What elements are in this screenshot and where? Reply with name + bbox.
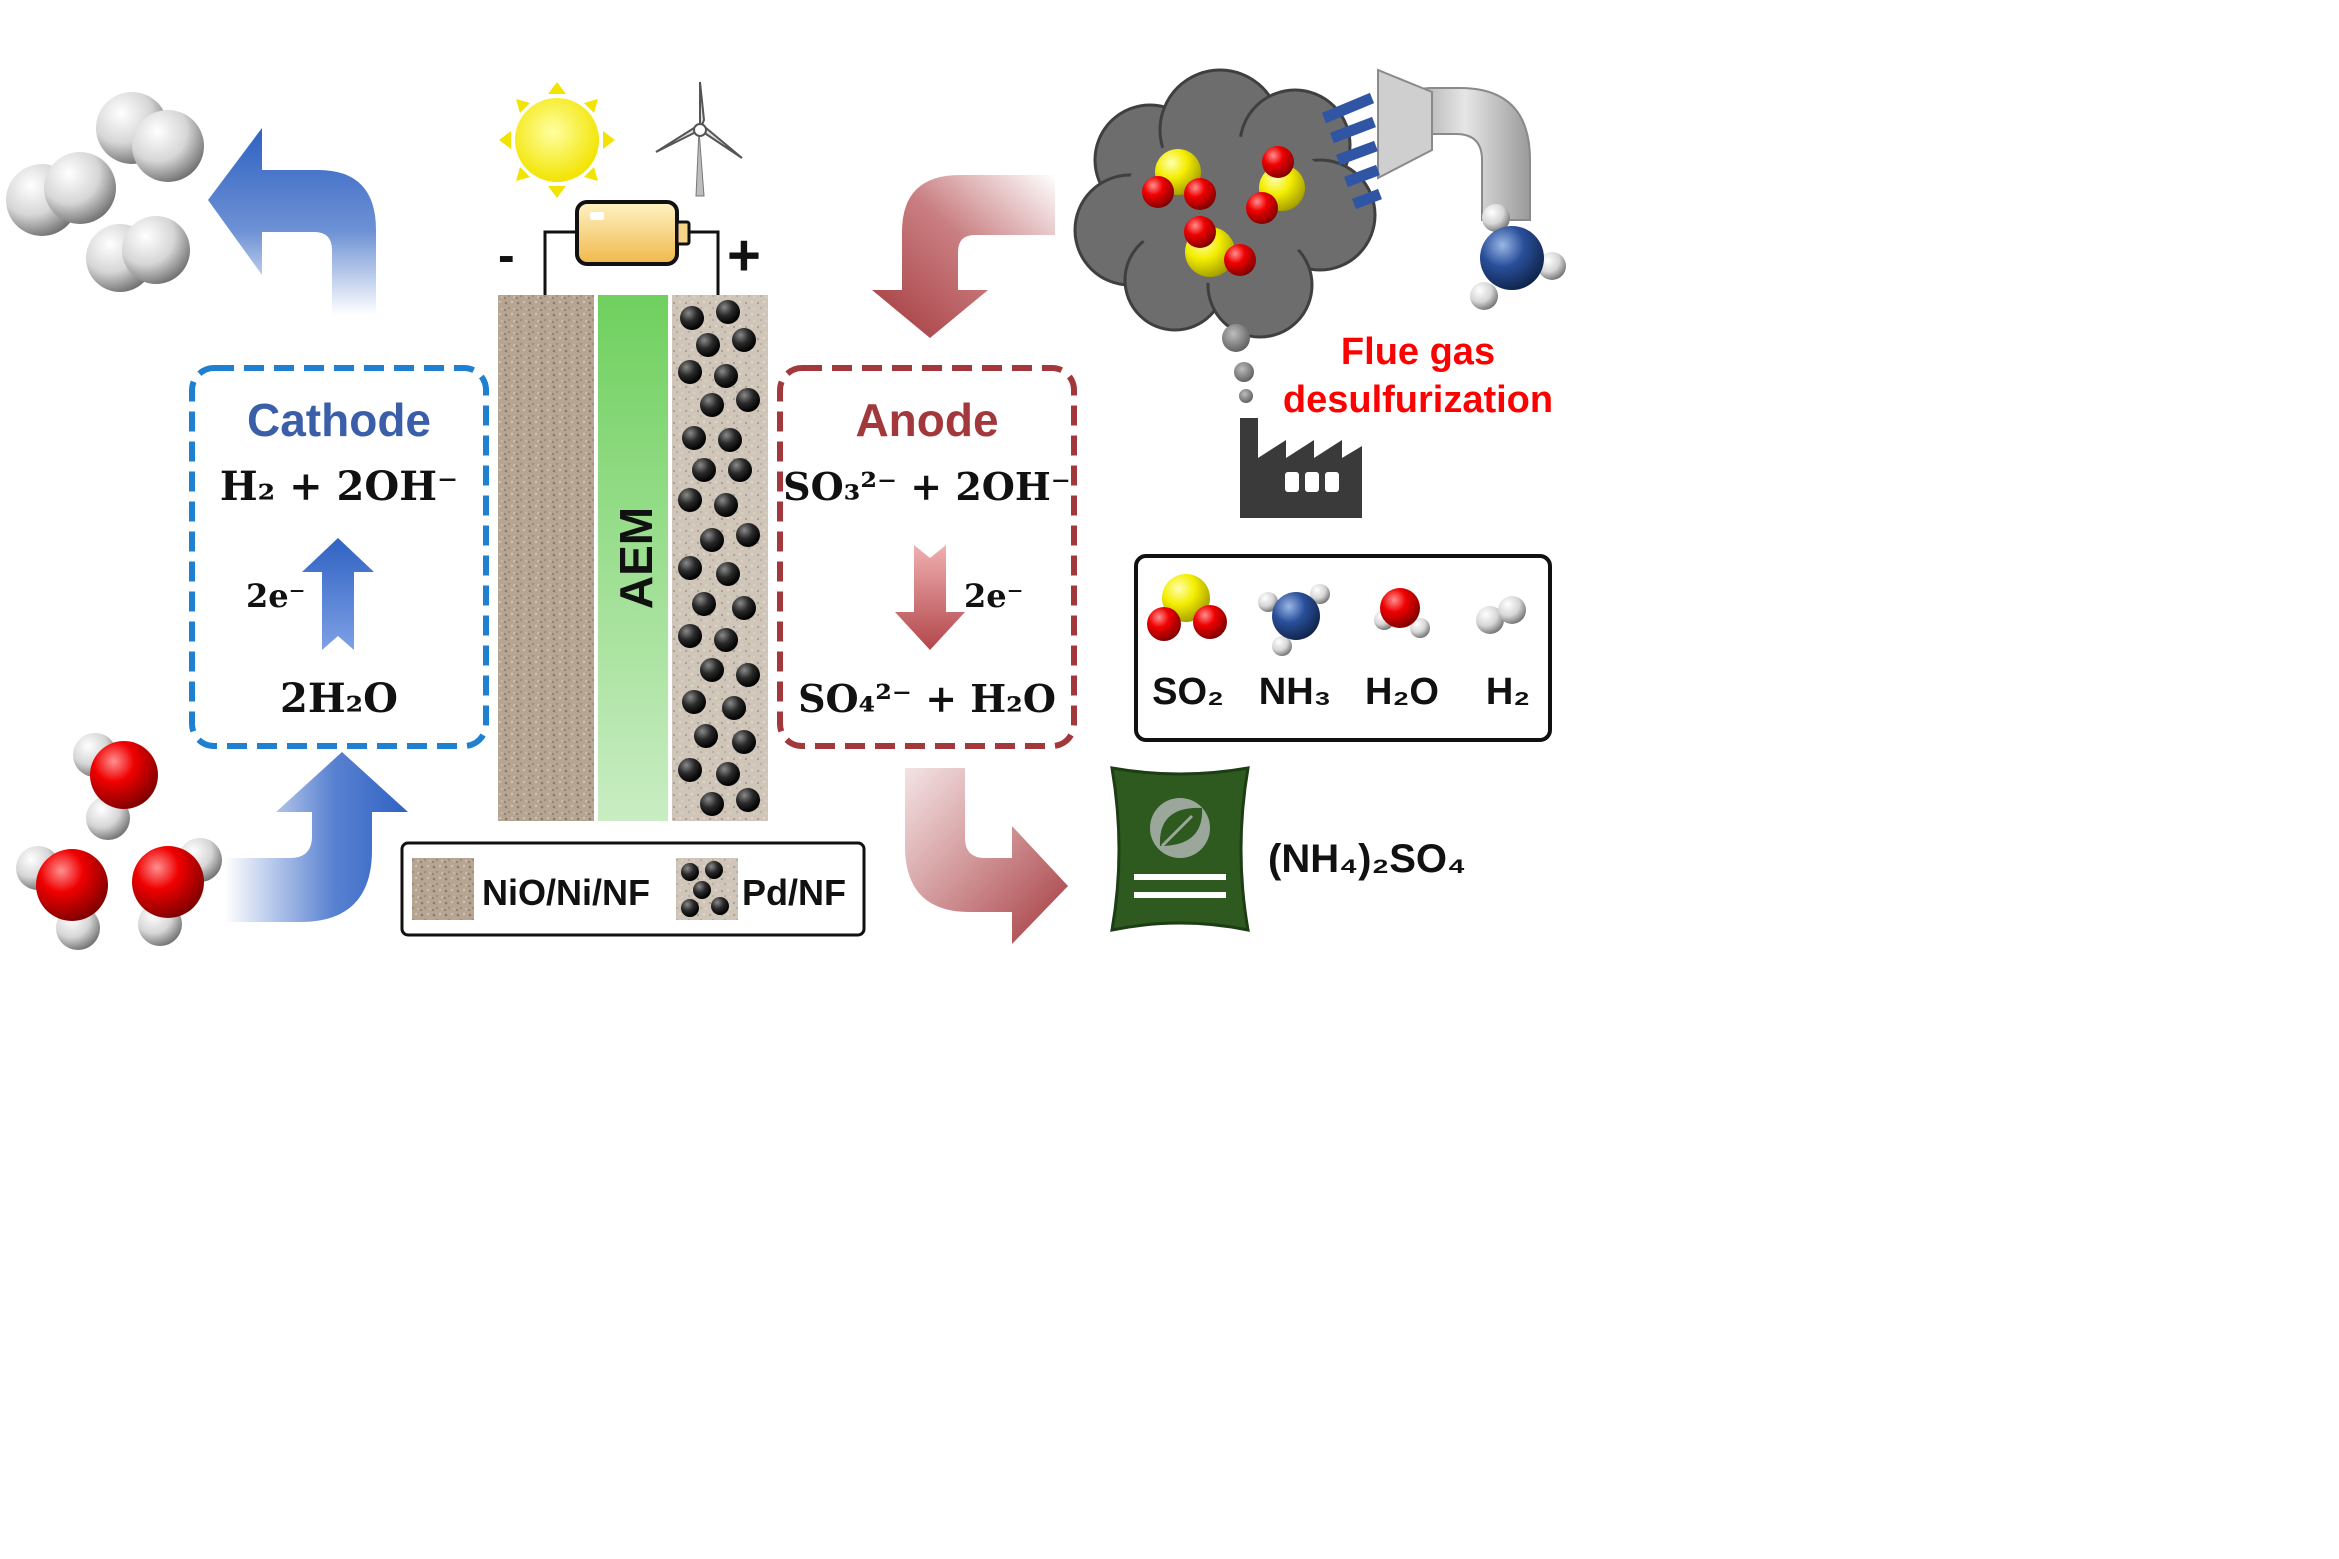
pd-particle: [714, 364, 738, 388]
sulfate-output-arrow: [905, 768, 1068, 944]
legend-nio-ni-nf: NiO/Ni/NF: [482, 872, 650, 913]
h2o-molecules-reactant: [16, 733, 222, 950]
anode-electrons: 2e⁻: [964, 577, 1024, 615]
cathode-electrons: 2e⁻: [246, 577, 306, 615]
pd-particle: [692, 592, 716, 616]
legend-h2: H₂: [1486, 671, 1530, 713]
h2o-molecule: [73, 733, 158, 840]
pd-particle: [732, 596, 756, 620]
leaf-icon: [1150, 798, 1210, 858]
so2-molecule: [1142, 149, 1216, 210]
legend-pd-nf: Pd/NF: [742, 872, 846, 913]
legend-so2: SO₂: [1152, 671, 1224, 713]
pd-particle: [716, 562, 740, 586]
h2o-legend-molecule: [1374, 588, 1430, 638]
sun-icon: [499, 82, 615, 198]
pd-particle: [728, 458, 752, 482]
pd-particle: [682, 426, 706, 450]
cathode-electron-arrow: [302, 538, 374, 650]
pd-particle: [678, 624, 702, 648]
h2-molecule: [86, 216, 190, 292]
legend-nh3: NH₃: [1259, 671, 1331, 713]
pd-particle: [718, 428, 742, 452]
so2-molecule: [1184, 216, 1256, 277]
battery-circuit: - +: [498, 200, 761, 295]
pd-particle: [714, 493, 738, 517]
pd-particle: [692, 458, 716, 482]
legend-h2o: H₂O: [1365, 671, 1439, 713]
cathode-reactant: 2H₂O: [280, 675, 398, 722]
pd-particle: [732, 730, 756, 754]
wind-turbine-icon: [655, 81, 743, 197]
pd-particle: [678, 360, 702, 384]
fertilizer-bag: [1110, 766, 1250, 932]
pd-particle: [736, 788, 760, 812]
h2o-input-arrow: [225, 752, 408, 922]
electrode-legend: NiO/Ni/NF Pd/NF: [400, 841, 866, 937]
pd-particle: [682, 690, 706, 714]
molecule-legend: SO₂ NH₃ H₂O H₂: [1134, 554, 1552, 742]
cathode-panel: Cathode H₂ + 2OH⁻ 2e⁻ 2H₂O: [189, 365, 489, 749]
pd-particle: [700, 792, 724, 816]
pd-particle: [696, 333, 720, 357]
pd-particle: [694, 724, 718, 748]
flue-gas-cloud: [1073, 68, 1377, 403]
pd-particle: [716, 300, 740, 324]
h2-output-arrow: [208, 128, 376, 315]
h2-legend-molecule: [1476, 596, 1526, 634]
pd-particle: [736, 523, 760, 547]
flue-gas-label-line1: Flue gas: [1341, 331, 1495, 373]
electrolyzer-cell: AEM: [498, 295, 768, 821]
negative-terminal: -: [498, 227, 515, 283]
ammonium-sulfate-label: (NH₄)₂SO₄: [1268, 837, 1466, 881]
aem-label: AEM: [610, 507, 662, 609]
factory-icon: [1240, 418, 1362, 518]
h2-molecule: [96, 92, 204, 182]
pd-particle: [736, 388, 760, 412]
pd-particle: [732, 328, 756, 352]
anode-electron-arrow: [895, 545, 965, 650]
pd-legend-swatch: [681, 861, 729, 917]
pd-particle: [736, 663, 760, 687]
pd-particle: [714, 628, 738, 652]
pd-particle: [678, 758, 702, 782]
cathode-electrode-nio-ni-nf: [498, 295, 594, 821]
anode-panel: Anode SO₃²⁻ + 2OH⁻ 2e⁻ SO₄²⁻ + H₂O: [777, 365, 1077, 749]
so3-input-arrow: [872, 175, 1055, 338]
flue-gas-label-line2: desulfurization: [1283, 379, 1553, 421]
pd-particle: [700, 528, 724, 552]
anode-reactant: SO₃²⁻ + 2OH⁻: [783, 464, 1071, 509]
h2o-molecule: [132, 838, 222, 946]
h2-molecule: [6, 152, 116, 236]
pd-particle: [716, 762, 740, 786]
aem-membrane: [598, 295, 668, 821]
battery-icon: [575, 200, 691, 266]
pd-particle: [700, 658, 724, 682]
pd-particle: [722, 696, 746, 720]
positive-terminal: +: [727, 223, 761, 288]
cathode-title: Cathode: [247, 394, 431, 446]
so2-legend-molecule: [1147, 574, 1227, 641]
anode-title: Anode: [855, 394, 998, 446]
nh3-legend-molecule: [1258, 584, 1330, 656]
h2o-molecule: [16, 846, 108, 950]
pipe-icon: [1321, 68, 1531, 221]
nh3-molecule: [1470, 204, 1566, 310]
pd-particle: [680, 306, 704, 330]
cathode-product: H₂ + 2OH⁻: [220, 463, 458, 510]
anode-product: SO₄²⁻ + H₂O: [798, 676, 1056, 721]
pd-particle: [700, 393, 724, 417]
pd-particle: [678, 488, 702, 512]
pd-particles: [678, 300, 760, 816]
pd-particle: [678, 556, 702, 580]
h2-molecules-product: [6, 92, 204, 292]
so2-molecule: [1246, 146, 1305, 224]
